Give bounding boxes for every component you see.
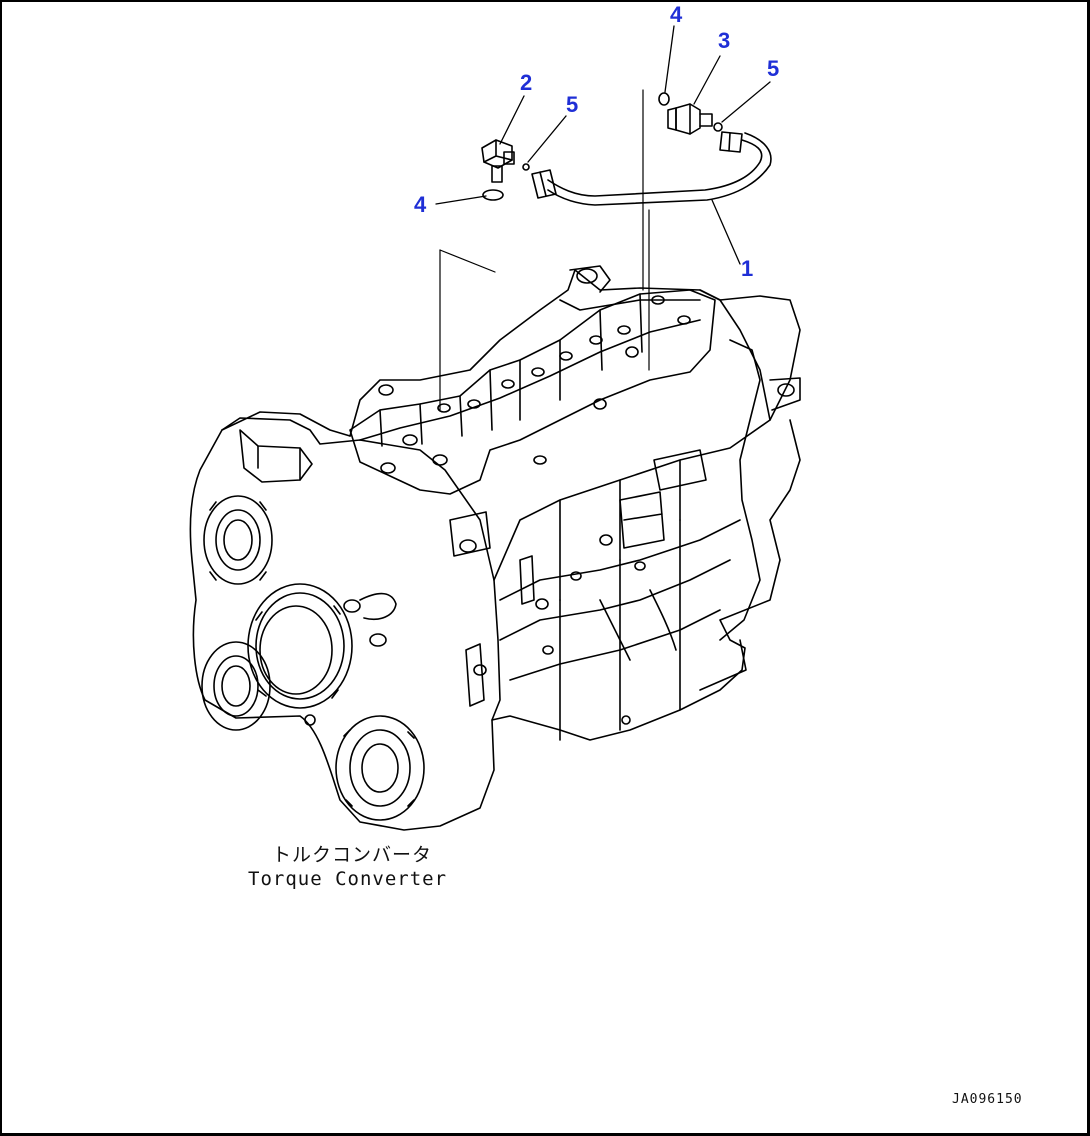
o-ring-small-right [713, 122, 723, 132]
tube-inner [547, 132, 772, 206]
o-ring-top [658, 92, 670, 106]
callout-5-mid: 5 [566, 92, 579, 117]
caption-japanese: トルクコンバータ [272, 844, 433, 866]
callout-4-top: 4 [670, 2, 683, 27]
o-ring-small-mid [522, 163, 530, 171]
tube-end-fitting-left [531, 169, 557, 199]
tube [547, 139, 763, 197]
callout-1: 1 [741, 256, 754, 281]
transmission-housing [189, 265, 801, 831]
tube-end-fitting-right [719, 131, 743, 153]
elbow-fitting [481, 139, 515, 183]
valve-bolts [378, 295, 691, 474]
callout-3: 3 [718, 28, 731, 53]
callout-4-left: 4 [414, 192, 427, 217]
document-id: JA096150 [952, 1092, 1023, 1107]
connector-fitting [667, 103, 713, 135]
callout-5-right: 5 [767, 56, 780, 81]
tube-assembly [531, 131, 772, 206]
leader-lines [435, 25, 771, 265]
o-ring-left [482, 189, 504, 201]
installation-lines [439, 89, 650, 411]
callout-2: 2 [520, 70, 533, 95]
caption-english: Torque Converter [248, 868, 448, 890]
